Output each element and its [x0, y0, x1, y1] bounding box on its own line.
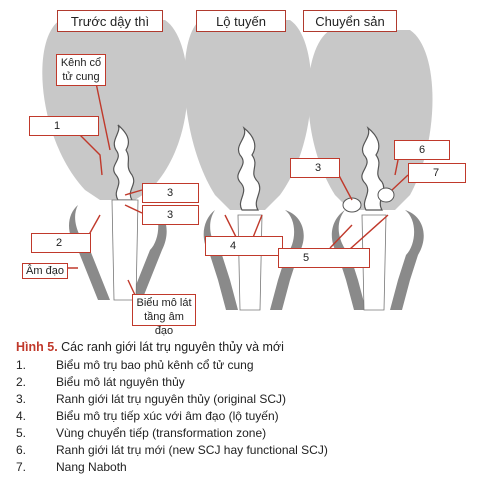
title-transformation: Chuyển sản	[303, 10, 397, 32]
legend-item: 5.Vùng chuyển tiếp (transformation zone)	[16, 426, 267, 440]
callout-6: 6	[394, 140, 450, 160]
callout-3b: 3	[142, 205, 199, 225]
legend-item: 3.Ranh giới lát trụ nguyên thủy (origina…	[16, 392, 286, 406]
callout-vaginal-epithelium: Biểu mô lát tầng âm đạo	[132, 294, 196, 337]
legend-item: 2.Biểu mô lát nguyên thủy	[16, 375, 185, 389]
callout-1: 1	[29, 116, 99, 136]
cervix-wall-right-1	[130, 205, 167, 300]
label-vagina: Âm đạo	[22, 263, 68, 279]
callout-3a: 3	[142, 183, 199, 203]
cervix-wall-left-2	[203, 210, 238, 310]
naboth-cyst-left	[342, 197, 362, 213]
uterus-body-2	[184, 20, 312, 210]
canal-folds-1	[113, 124, 135, 201]
canal-lumen-1	[111, 199, 139, 301]
canal-folds-3	[361, 126, 385, 211]
callout-canal: Kênh cổ tử cung	[56, 54, 106, 86]
cervix-wall-right-3	[390, 210, 424, 310]
legend-item: 7.Nang Naboth	[16, 460, 127, 474]
legend-item: 4.Biểu mô trụ tiếp xúc với âm đạo (lộ tu…	[16, 409, 279, 423]
callout-3c: 3	[290, 158, 340, 178]
callout-7: 7	[408, 163, 466, 183]
legend-item: 1.Biểu mô trụ bao phủ kênh cổ tử cung	[16, 358, 254, 372]
figure-text: Các ranh giới lát trụ nguyên thủy và mới	[61, 340, 284, 354]
figure-caption: Hình 5. Các ranh giới lát trụ nguyên thủ…	[16, 340, 476, 476]
figure-label: Hình 5.	[16, 340, 58, 354]
canal-folds-2	[237, 126, 261, 211]
canal-lumen-3	[361, 214, 387, 311]
callout-5: 5	[278, 248, 370, 268]
title-before-puberty: Trước dậy thì	[57, 10, 163, 32]
callout-4: 4	[205, 236, 283, 256]
canal-lumen-2	[237, 214, 263, 311]
legend-item: 6.Ranh giới lát trụ mới (new SCJ hay fun…	[16, 443, 328, 457]
title-ectropion: Lộ tuyến	[196, 10, 286, 32]
callout-2: 2	[31, 233, 91, 253]
caption-title: Hình 5. Các ranh giới lát trụ nguyên thủ…	[16, 340, 476, 354]
cervix-diagram: Trước dậy thì Lộ tuyến Chuyển sản Kênh c…	[22, 10, 466, 337]
naboth-cyst-right	[377, 187, 395, 203]
